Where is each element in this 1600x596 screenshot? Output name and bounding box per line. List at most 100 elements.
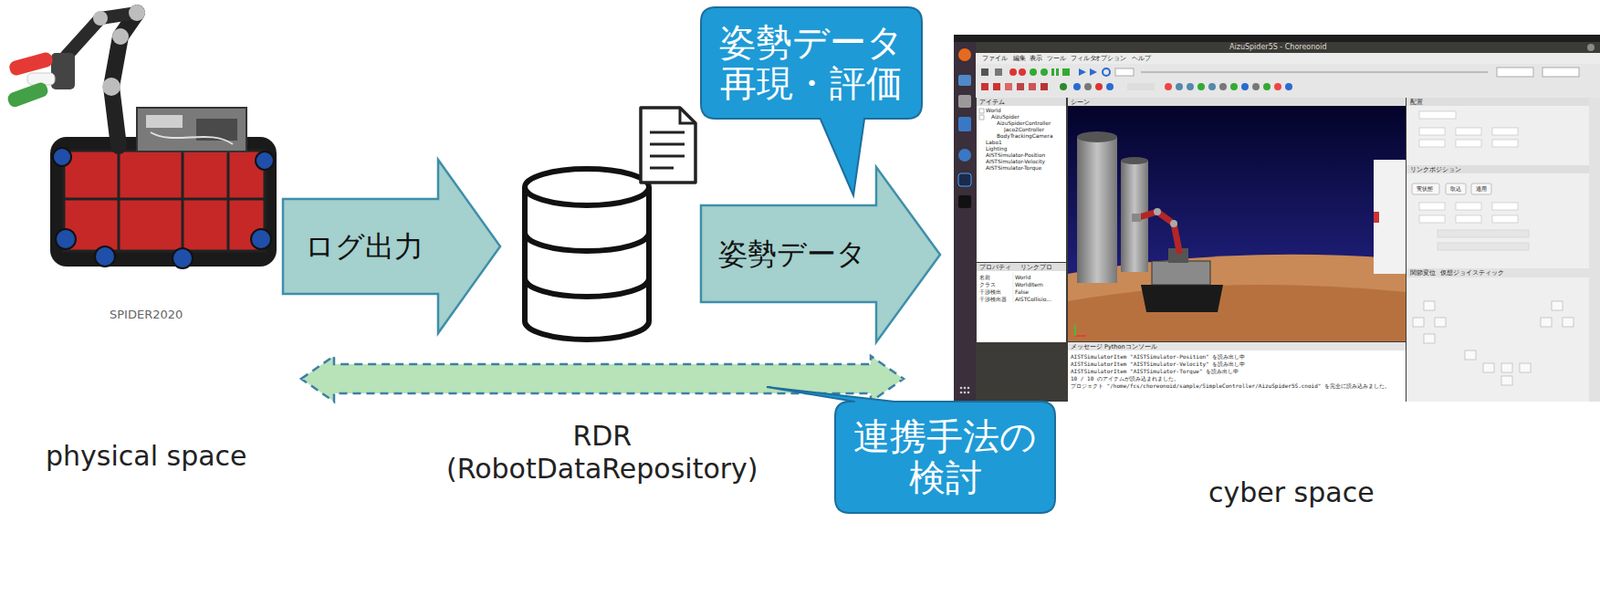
database-icon-part	[524, 232, 649, 251]
robot-photo-part	[250, 229, 272, 250]
input-fields-part	[1455, 215, 1482, 223]
software-screenshot-part	[963, 386, 967, 390]
tree-item-holder: Jaco2Controller	[1003, 126, 1045, 134]
software-screenshot-part	[1077, 131, 1118, 143]
software-screenshot-part	[976, 97, 1067, 106]
software-screenshot-part	[1373, 159, 1406, 274]
tree-item-holder: AISTSimulator-Position	[985, 152, 1046, 159]
toolbar-icons-part	[981, 83, 989, 91]
document-icon-part	[649, 155, 685, 158]
tree-item-holder: AISTSimulator-Velocity	[985, 158, 1046, 166]
toolbar-icons-part	[1241, 83, 1249, 91]
input-fields-part	[1501, 363, 1513, 373]
software-screenshot-part	[1406, 97, 1600, 402]
software-screenshot-part	[1153, 208, 1161, 216]
database-icon-part	[524, 278, 649, 297]
tree-item: Labo1	[985, 139, 1003, 147]
robot-photo-part	[112, 28, 129, 45]
software-screenshot-part	[958, 173, 972, 187]
software-screenshot-part	[1373, 211, 1380, 223]
tree-item: AISTSimulator-Torque	[985, 165, 1042, 172]
software-screenshot-part	[958, 94, 972, 108]
toolbar-icons-part	[1084, 83, 1092, 91]
software-screenshot-part	[1067, 342, 1406, 402]
input-fields-part	[1437, 230, 1529, 238]
tree-item: World	[985, 107, 1002, 115]
input-fields	[1406, 97, 1600, 402]
space-label-holder: physical space	[45, 439, 248, 473]
callout-text: 連携手法の 検討	[853, 416, 1037, 499]
robot-photo-part	[146, 115, 183, 128]
menu-item-holder: オプション	[1094, 54, 1127, 63]
log-line: AISTSimulatorItem "AISTSimulator-Positio…	[1070, 353, 1245, 361]
toolbar-icons	[981, 67, 1580, 91]
software-screenshot-part	[958, 195, 972, 209]
toolbar-icons-part	[1285, 83, 1293, 91]
tree-item-holder: Lighting	[985, 146, 1007, 153]
edge-label: RDR (RobotDataRepository)	[446, 419, 759, 486]
software-screenshot-part	[1067, 105, 1406, 342]
input-fields-part	[1551, 301, 1563, 311]
software-screenshot-part	[953, 41, 976, 402]
callout-text: 姿勢データ 再現・評価	[719, 21, 904, 105]
software-screenshot-part	[1151, 261, 1211, 285]
software-screenshot-part	[976, 97, 1067, 262]
callout-bubble: 姿勢データ 再現・評価	[700, 7, 922, 119]
space-label: physical space	[45, 439, 248, 473]
software-screenshot-part	[975, 52, 1600, 64]
input-fields-part	[1406, 165, 1600, 174]
software-screenshot-part	[967, 386, 971, 390]
input-fields-part	[1483, 363, 1495, 373]
button-text-holder: 適用	[1475, 185, 1487, 193]
panel-title-holder: アイテム	[979, 98, 1005, 106]
toolbar-icons-part	[1186, 83, 1194, 91]
tree-item: BodyTrackingCamera	[996, 133, 1054, 140]
input-fields-part	[1419, 111, 1456, 119]
software-screenshot-part	[1131, 213, 1141, 222]
button-text: 実状態	[1416, 185, 1433, 193]
property-key: 干渉検出器	[979, 295, 1007, 304]
toolbar-icons-part	[1274, 83, 1282, 91]
space-label: cyber space	[1208, 476, 1375, 510]
panel-title-holder: シーン	[1070, 98, 1090, 106]
menu-item: オプション	[1094, 54, 1127, 63]
callout-bubble: 連携手法の 検討	[835, 401, 1056, 513]
tree-item: AizuSpider	[991, 114, 1020, 121]
toolbar-icons-part	[1056, 68, 1059, 76]
window-title-holder: AizuSpider5S - Choreonoid	[1229, 42, 1328, 53]
property-value: AISTCollisio...	[1014, 295, 1052, 304]
robot-photo-part	[150, 132, 233, 145]
tree-item: AISTSimulator-Velocity	[985, 158, 1046, 166]
panel-title-holder: リンクポジション	[1410, 166, 1462, 174]
menu-item-holder: 表示	[1029, 54, 1043, 63]
log-line-holder: 10 / 10 のアイテムが読み込まれました。	[1070, 375, 1180, 383]
menu-item-holder: フィルタ	[1070, 54, 1097, 63]
robot-photo-part	[51, 52, 75, 90]
database-icon	[524, 168, 649, 340]
panel-tab-holder: メッセージ	[1070, 343, 1103, 351]
panel-title: リンクポジション	[1410, 166, 1462, 174]
toolbar-icons-part	[1029, 68, 1037, 76]
document-icon-part	[649, 131, 685, 135]
property-key-holder: クラス	[979, 281, 996, 289]
edge-label-holder: RDR (RobotDataRepository)	[446, 419, 759, 486]
software-screenshot-part	[976, 262, 1067, 272]
panel-tab-holder: Pythonコンソール	[1104, 343, 1158, 351]
menu-item: 表示	[1029, 54, 1043, 63]
toolbar-icons-part	[1040, 83, 1048, 91]
property-value-holder: World	[1014, 273, 1031, 282]
toolbar-icons-part	[981, 68, 989, 76]
menu-item-holder: 編集	[1013, 54, 1026, 63]
button-text: 適用	[1475, 185, 1487, 193]
input-fields-part	[1419, 127, 1445, 136]
robot-photo-part	[63, 198, 265, 201]
software-screenshot-part	[1067, 254, 1406, 342]
input-fields-part	[1455, 202, 1482, 210]
input-fields-part	[1455, 127, 1482, 136]
input-fields-part	[1501, 376, 1513, 386]
toolbar-icons-part	[1175, 83, 1183, 91]
tree-item: AISTSimulator-Position	[985, 152, 1046, 159]
software-screenshot-part	[979, 108, 984, 114]
software-screenshot-part	[1587, 43, 1595, 52]
